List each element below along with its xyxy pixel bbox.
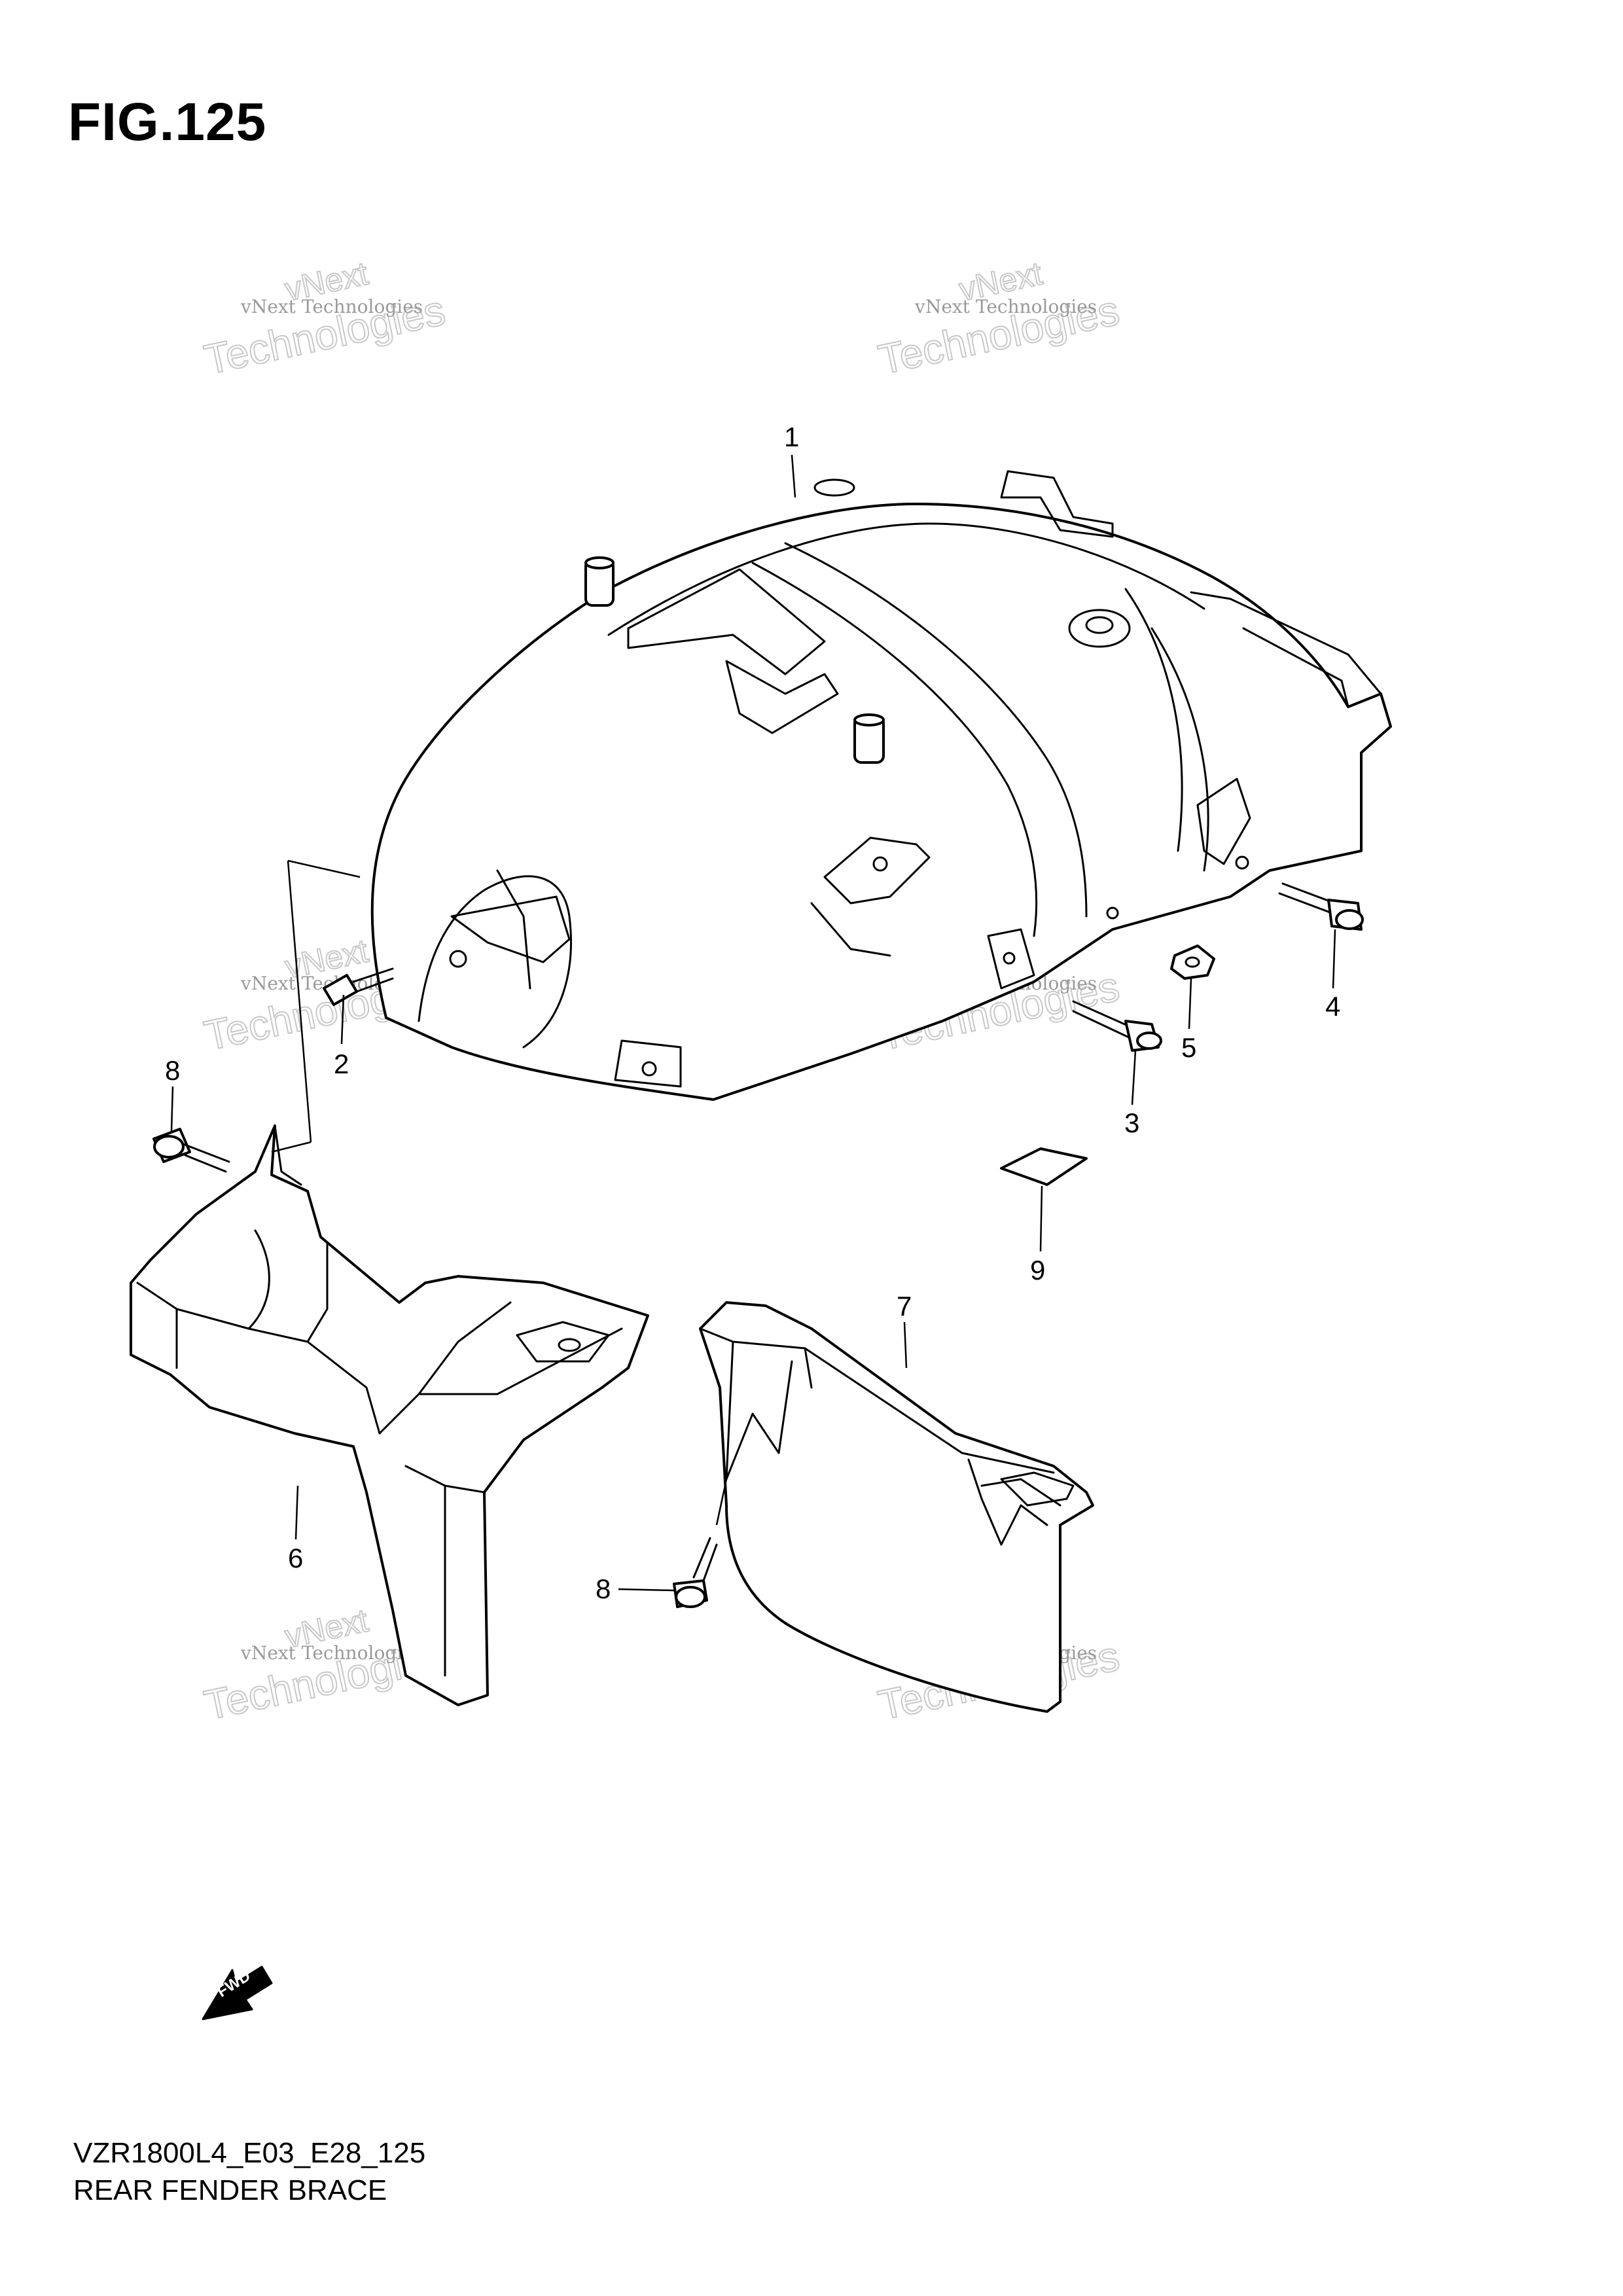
callout-4: 4 (1325, 929, 1340, 1022)
callout-9: 9 (1030, 1185, 1045, 1285)
callout-2: 2 (334, 994, 349, 1079)
fastener-bolt-3 (1072, 1000, 1162, 1052)
svg-text:9: 9 (1030, 1255, 1045, 1285)
watermark-top-left: Technologies vNext vNext Technologies (200, 254, 450, 384)
callout-8-left: 8 (165, 1055, 180, 1132)
fastener-nut-5 (1170, 944, 1215, 980)
figure-title: FIG.125 (68, 92, 267, 152)
part-rear-fender (370, 470, 1392, 1101)
callout-8-right: 8 (596, 1573, 675, 1604)
watermark-top-center: Technologies vNext vNext Technologies (874, 254, 1124, 384)
svg-text:4: 4 (1325, 991, 1340, 1022)
svg-text:6: 6 (288, 1543, 303, 1573)
boss-top (813, 478, 855, 497)
callout-1: 1 (784, 422, 799, 498)
fastener-bolt-8-left (152, 1128, 230, 1173)
boss-center (853, 713, 885, 764)
callout-5: 5 (1181, 978, 1196, 1063)
callout-3: 3 (1124, 1050, 1139, 1138)
svg-text:5: 5 (1181, 1032, 1196, 1063)
svg-text:vNext Technologies: vNext Technologies (914, 296, 1097, 317)
fastener-bolt-4 (1278, 882, 1364, 931)
svg-text:8: 8 (596, 1573, 611, 1604)
assembly-lines (271, 859, 728, 1526)
callout-6: 6 (288, 1485, 303, 1573)
part-brace-left (130, 1124, 649, 1706)
svg-text:7: 7 (897, 1291, 912, 1321)
svg-text:vNext Technologies: vNext Technologies (240, 296, 423, 317)
svg-text:3: 3 (1124, 1107, 1139, 1138)
callout-7: 7 (897, 1291, 912, 1369)
svg-text:2: 2 (334, 1049, 349, 1079)
part-pad (1000, 1147, 1088, 1186)
svg-text:vNext Technologies: vNext Technologies (240, 1642, 423, 1664)
figure-name: REAR FENDER BRACE (73, 2174, 387, 2206)
fastener-bolt-8-right (673, 1537, 718, 1608)
boss-left (584, 556, 615, 607)
svg-text:8: 8 (165, 1055, 180, 1086)
part-brace-right (699, 1301, 1094, 1713)
fwd-arrow-icon: FWD (202, 1965, 273, 2020)
svg-text:1: 1 (784, 422, 799, 452)
fastener-bolt-2 (323, 967, 394, 1006)
model-code: VZR1800L4_E03_E28_125 (73, 2137, 426, 2169)
